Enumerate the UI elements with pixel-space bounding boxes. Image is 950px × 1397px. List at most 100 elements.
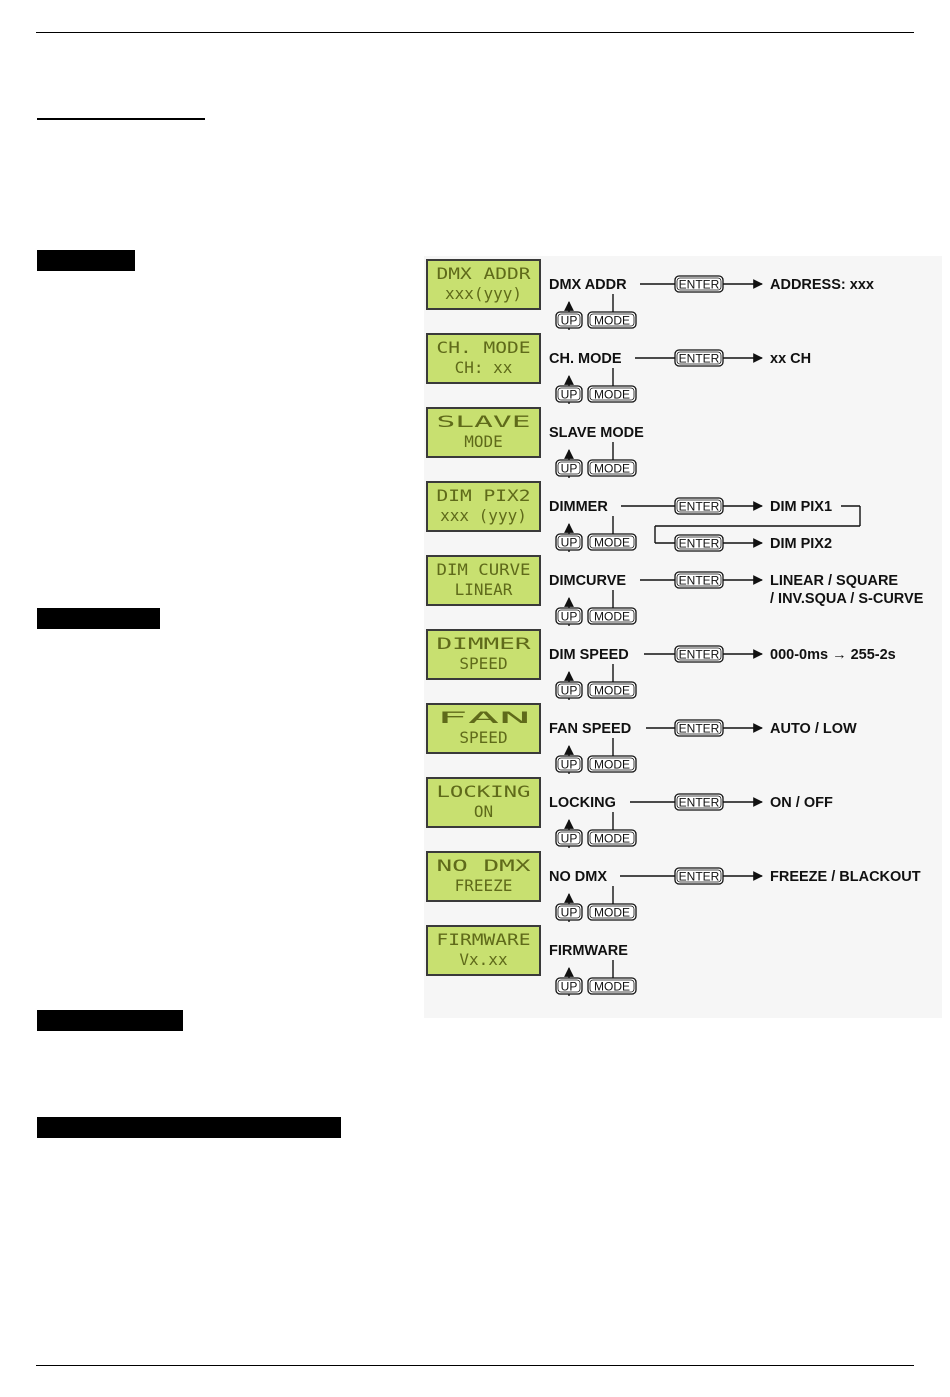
menu-item-label: DMX ADDR — [549, 277, 627, 293]
lcd-display-line-2: LINEAR — [455, 580, 513, 599]
mode-button-inner — [589, 683, 635, 697]
menu-item-label: LOCKING — [549, 795, 616, 811]
lcd-display-line-1: DIMMER — [437, 634, 532, 653]
menu-result-text: AUTO / LOW — [770, 721, 857, 737]
mode-button-label: MODE — [594, 536, 630, 550]
menu-item-label: CH. MODE — [549, 351, 622, 367]
mode-button-label: MODE — [594, 758, 630, 772]
up-button-label: UP — [561, 388, 578, 402]
lcd-display-line-1: DIM PIX2 — [437, 486, 531, 505]
enter-button-label: ENTER — [679, 278, 720, 292]
lcd-display — [426, 333, 541, 384]
mode-button-label: MODE — [594, 388, 630, 402]
enter-button-label: ENTER — [679, 870, 720, 884]
up-button — [555, 459, 583, 477]
lcd-display — [426, 481, 541, 532]
lcd-display-line-2: xxx(yyy) — [445, 284, 522, 303]
up-button-label: UP — [561, 536, 578, 550]
mode-button — [587, 903, 637, 921]
bottom-rule — [36, 1365, 914, 1366]
up-button — [555, 533, 583, 551]
top-rule — [36, 32, 914, 33]
menu-result-text: ADDRESS: xxx — [770, 277, 874, 293]
lcd-display — [426, 555, 541, 606]
up-button-inner — [557, 683, 581, 697]
lcd-display-line-1: FIRMWARE — [437, 930, 531, 949]
lcd-display-line-2: ON — [474, 802, 493, 821]
enter-button-inner — [676, 499, 722, 513]
mode-button-inner — [589, 757, 635, 771]
lcd-display-line-1: CH. MODE — [437, 338, 531, 357]
menu-result-text: / INV.SQUA / S-CURVE — [770, 591, 924, 607]
lcd-display — [426, 703, 541, 754]
lcd-display-line-2: SPEED — [459, 728, 507, 747]
mode-button-inner — [589, 461, 635, 475]
up-button-inner — [557, 535, 581, 549]
section-heading-bar — [37, 250, 135, 271]
enter-button-inner — [676, 351, 722, 365]
mode-button — [587, 607, 637, 625]
mode-button-inner — [589, 387, 635, 401]
menu-result-text: DIM PIX2 — [770, 536, 832, 552]
enter-button-inner — [676, 573, 722, 587]
lcd-display — [426, 851, 541, 902]
up-button-label: UP — [561, 980, 578, 994]
up-button-label: UP — [561, 314, 578, 328]
mode-button-inner — [589, 905, 635, 919]
lcd-display-line-1: FAN — [437, 708, 531, 727]
up-button-inner — [557, 905, 581, 919]
menu-result-text: FREEZE / BLACKOUT — [770, 869, 921, 885]
menu-item-label: DIMCURVE — [549, 573, 626, 589]
lcd-display — [426, 407, 541, 458]
menu-item-label: NO DMX — [549, 869, 607, 885]
section-heading-bar — [37, 608, 160, 629]
mode-button — [587, 533, 637, 551]
enter-button-label: ENTER — [679, 648, 720, 662]
lcd-display-line-2: CH: xx — [455, 358, 513, 377]
mode-button — [587, 459, 637, 477]
mode-button-label: MODE — [594, 610, 630, 624]
up-button — [555, 681, 583, 699]
enter-button-inner — [676, 795, 722, 809]
mode-button-label: MODE — [594, 684, 630, 698]
up-button — [555, 311, 583, 329]
lcd-display-line-2: FREEZE — [455, 876, 513, 895]
lcd-display-line-1: SLAVE — [437, 412, 531, 431]
up-button-label: UP — [561, 832, 578, 846]
mode-button-inner — [589, 609, 635, 623]
menu-item-label: SLAVE MODE — [549, 425, 644, 441]
enter-button-inner — [676, 647, 722, 661]
up-button — [555, 903, 583, 921]
menu-item-label: FAN SPEED — [549, 721, 631, 737]
up-button — [555, 607, 583, 625]
up-button-inner — [557, 461, 581, 475]
mode-button — [587, 311, 637, 329]
section-heading-bar — [37, 1117, 341, 1138]
up-button-label: UP — [561, 462, 578, 476]
up-button-label: UP — [561, 906, 578, 920]
menu-item-label: FIRMWARE — [549, 943, 628, 959]
enter-button-inner — [676, 869, 722, 883]
lcd-display-line-2: Vx.xx — [459, 950, 508, 969]
lcd-display — [426, 259, 541, 310]
up-button-inner — [557, 831, 581, 845]
menu-result-text: ON / OFF — [770, 795, 833, 811]
lcd-display-line-1: DMX ADDR — [437, 264, 531, 283]
mode-button-label: MODE — [594, 906, 630, 920]
menu-result-text: 000-0ms → 255-2s — [770, 647, 896, 663]
lcd-display-line-2: xxx (yyy) — [440, 506, 527, 525]
enter-button-inner — [676, 536, 722, 550]
up-button-label: UP — [561, 684, 578, 698]
up-button-inner — [557, 979, 581, 993]
lcd-display-line-2: MODE — [464, 432, 503, 451]
lcd-display — [426, 777, 541, 828]
mode-button-inner — [589, 831, 635, 845]
mode-button-label: MODE — [594, 462, 630, 476]
mode-button-label: MODE — [594, 980, 630, 994]
mode-button — [587, 755, 637, 773]
menu-item-label: DIM SPEED — [549, 647, 629, 663]
lcd-display — [426, 629, 541, 680]
up-button — [555, 385, 583, 403]
